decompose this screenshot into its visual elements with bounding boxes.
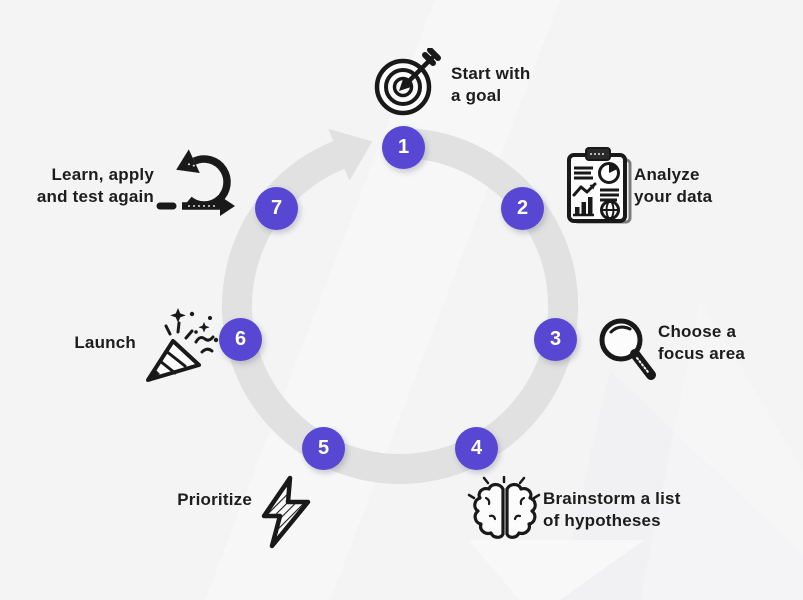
step-number-badge-6: 6 bbox=[219, 318, 262, 361]
loop-arrows-icon bbox=[156, 149, 235, 216]
brain-icon bbox=[467, 476, 541, 539]
party-popper-icon bbox=[146, 308, 219, 382]
cycle-arrowhead bbox=[328, 128, 373, 181]
step-number-badge-7: 7 bbox=[255, 187, 298, 230]
step-number-badge-5: 5 bbox=[302, 427, 345, 470]
magnifier-icon bbox=[599, 318, 656, 380]
lightning-icon bbox=[261, 475, 311, 549]
step-label-1: Start with a goal bbox=[451, 64, 531, 105]
step-label-3: Choose a focus area bbox=[658, 322, 746, 363]
step-number-badge-1: 1 bbox=[382, 126, 425, 169]
step-label-4: Brainstorm a list of hypotheses bbox=[543, 489, 681, 530]
step-label-2: Analyze your data bbox=[634, 165, 713, 206]
step-label-7: Learn, apply and test again bbox=[36, 165, 154, 206]
step-number-badge-2: 2 bbox=[501, 187, 544, 230]
target-icon bbox=[374, 48, 441, 116]
step-number-badge-3: 3 bbox=[534, 318, 577, 361]
clipboard-chart-icon bbox=[567, 147, 632, 224]
step-number-badge-4: 4 bbox=[455, 427, 498, 470]
step-label-6: Launch bbox=[74, 333, 136, 352]
step-label-5: Prioritize bbox=[177, 490, 252, 509]
